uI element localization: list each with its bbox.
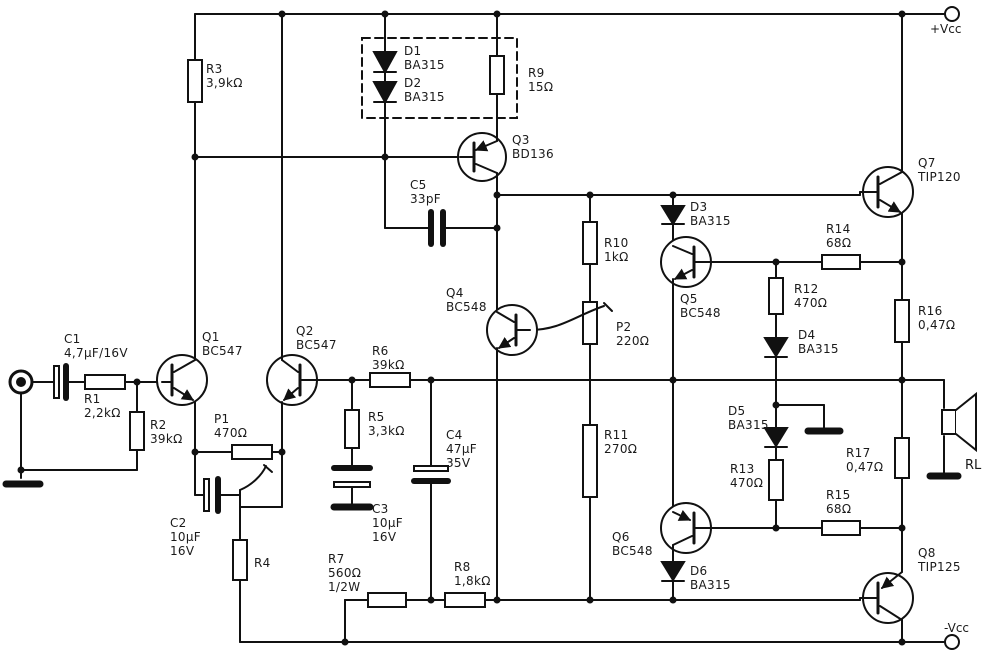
- resistor-r1: [84, 374, 163, 390]
- resistor-r14: [775, 254, 903, 270]
- resistor-r5: [344, 379, 360, 467]
- potentiometer-p2: [529, 301, 613, 426]
- ground-tap: [775, 404, 844, 435]
- resistor-r7: [344, 592, 446, 643]
- transistor-q5: [660, 236, 777, 513]
- capacitor-c3: [330, 465, 374, 511]
- negative-rail: [239, 634, 960, 650]
- resistor-r15: [711, 520, 903, 536]
- bias-diode-network-box: [361, 37, 518, 119]
- transistor-q6: [660, 502, 713, 563]
- positive-rail-label: +Vcc: [930, 22, 962, 36]
- transistor-q3: [457, 131, 507, 196]
- resistor-r8: [444, 592, 486, 608]
- diode-d5: [763, 427, 789, 461]
- resistor-r3: [187, 13, 203, 158]
- diode-d2: [372, 71, 398, 158]
- load-label: RL: [965, 458, 982, 473]
- positive-rail: [194, 6, 960, 22]
- resistor-r13: [768, 459, 784, 529]
- speaker-rl: [926, 391, 977, 480]
- capacitor-c1: [31, 363, 86, 401]
- transistor-q7: [859, 13, 914, 301]
- resistor-r6: [317, 372, 411, 388]
- diode-d4: [763, 337, 789, 429]
- resistor-r9: [489, 13, 505, 133]
- junction-dots: [17, 10, 906, 646]
- capacitor-c4: [411, 379, 451, 601]
- transistor-q8: [859, 571, 914, 643]
- resistor-r12: [768, 261, 784, 339]
- negative-rail-label: -Vcc: [944, 621, 970, 635]
- resistor-r2: [20, 381, 145, 471]
- potentiometer-p1: [194, 444, 283, 491]
- resistor-r10: [582, 194, 598, 303]
- resistor-r11: [582, 424, 598, 601]
- transistor-q1: [156, 156, 208, 453]
- capacitor-c2: [194, 451, 241, 514]
- capacitor-c5: [384, 156, 498, 247]
- resistor-r4: [232, 539, 248, 643]
- transistor-q4: [486, 304, 538, 601]
- label-r4: R4: [254, 556, 271, 570]
- transistor-q2: [266, 13, 319, 508]
- resistor-r16: [894, 299, 910, 439]
